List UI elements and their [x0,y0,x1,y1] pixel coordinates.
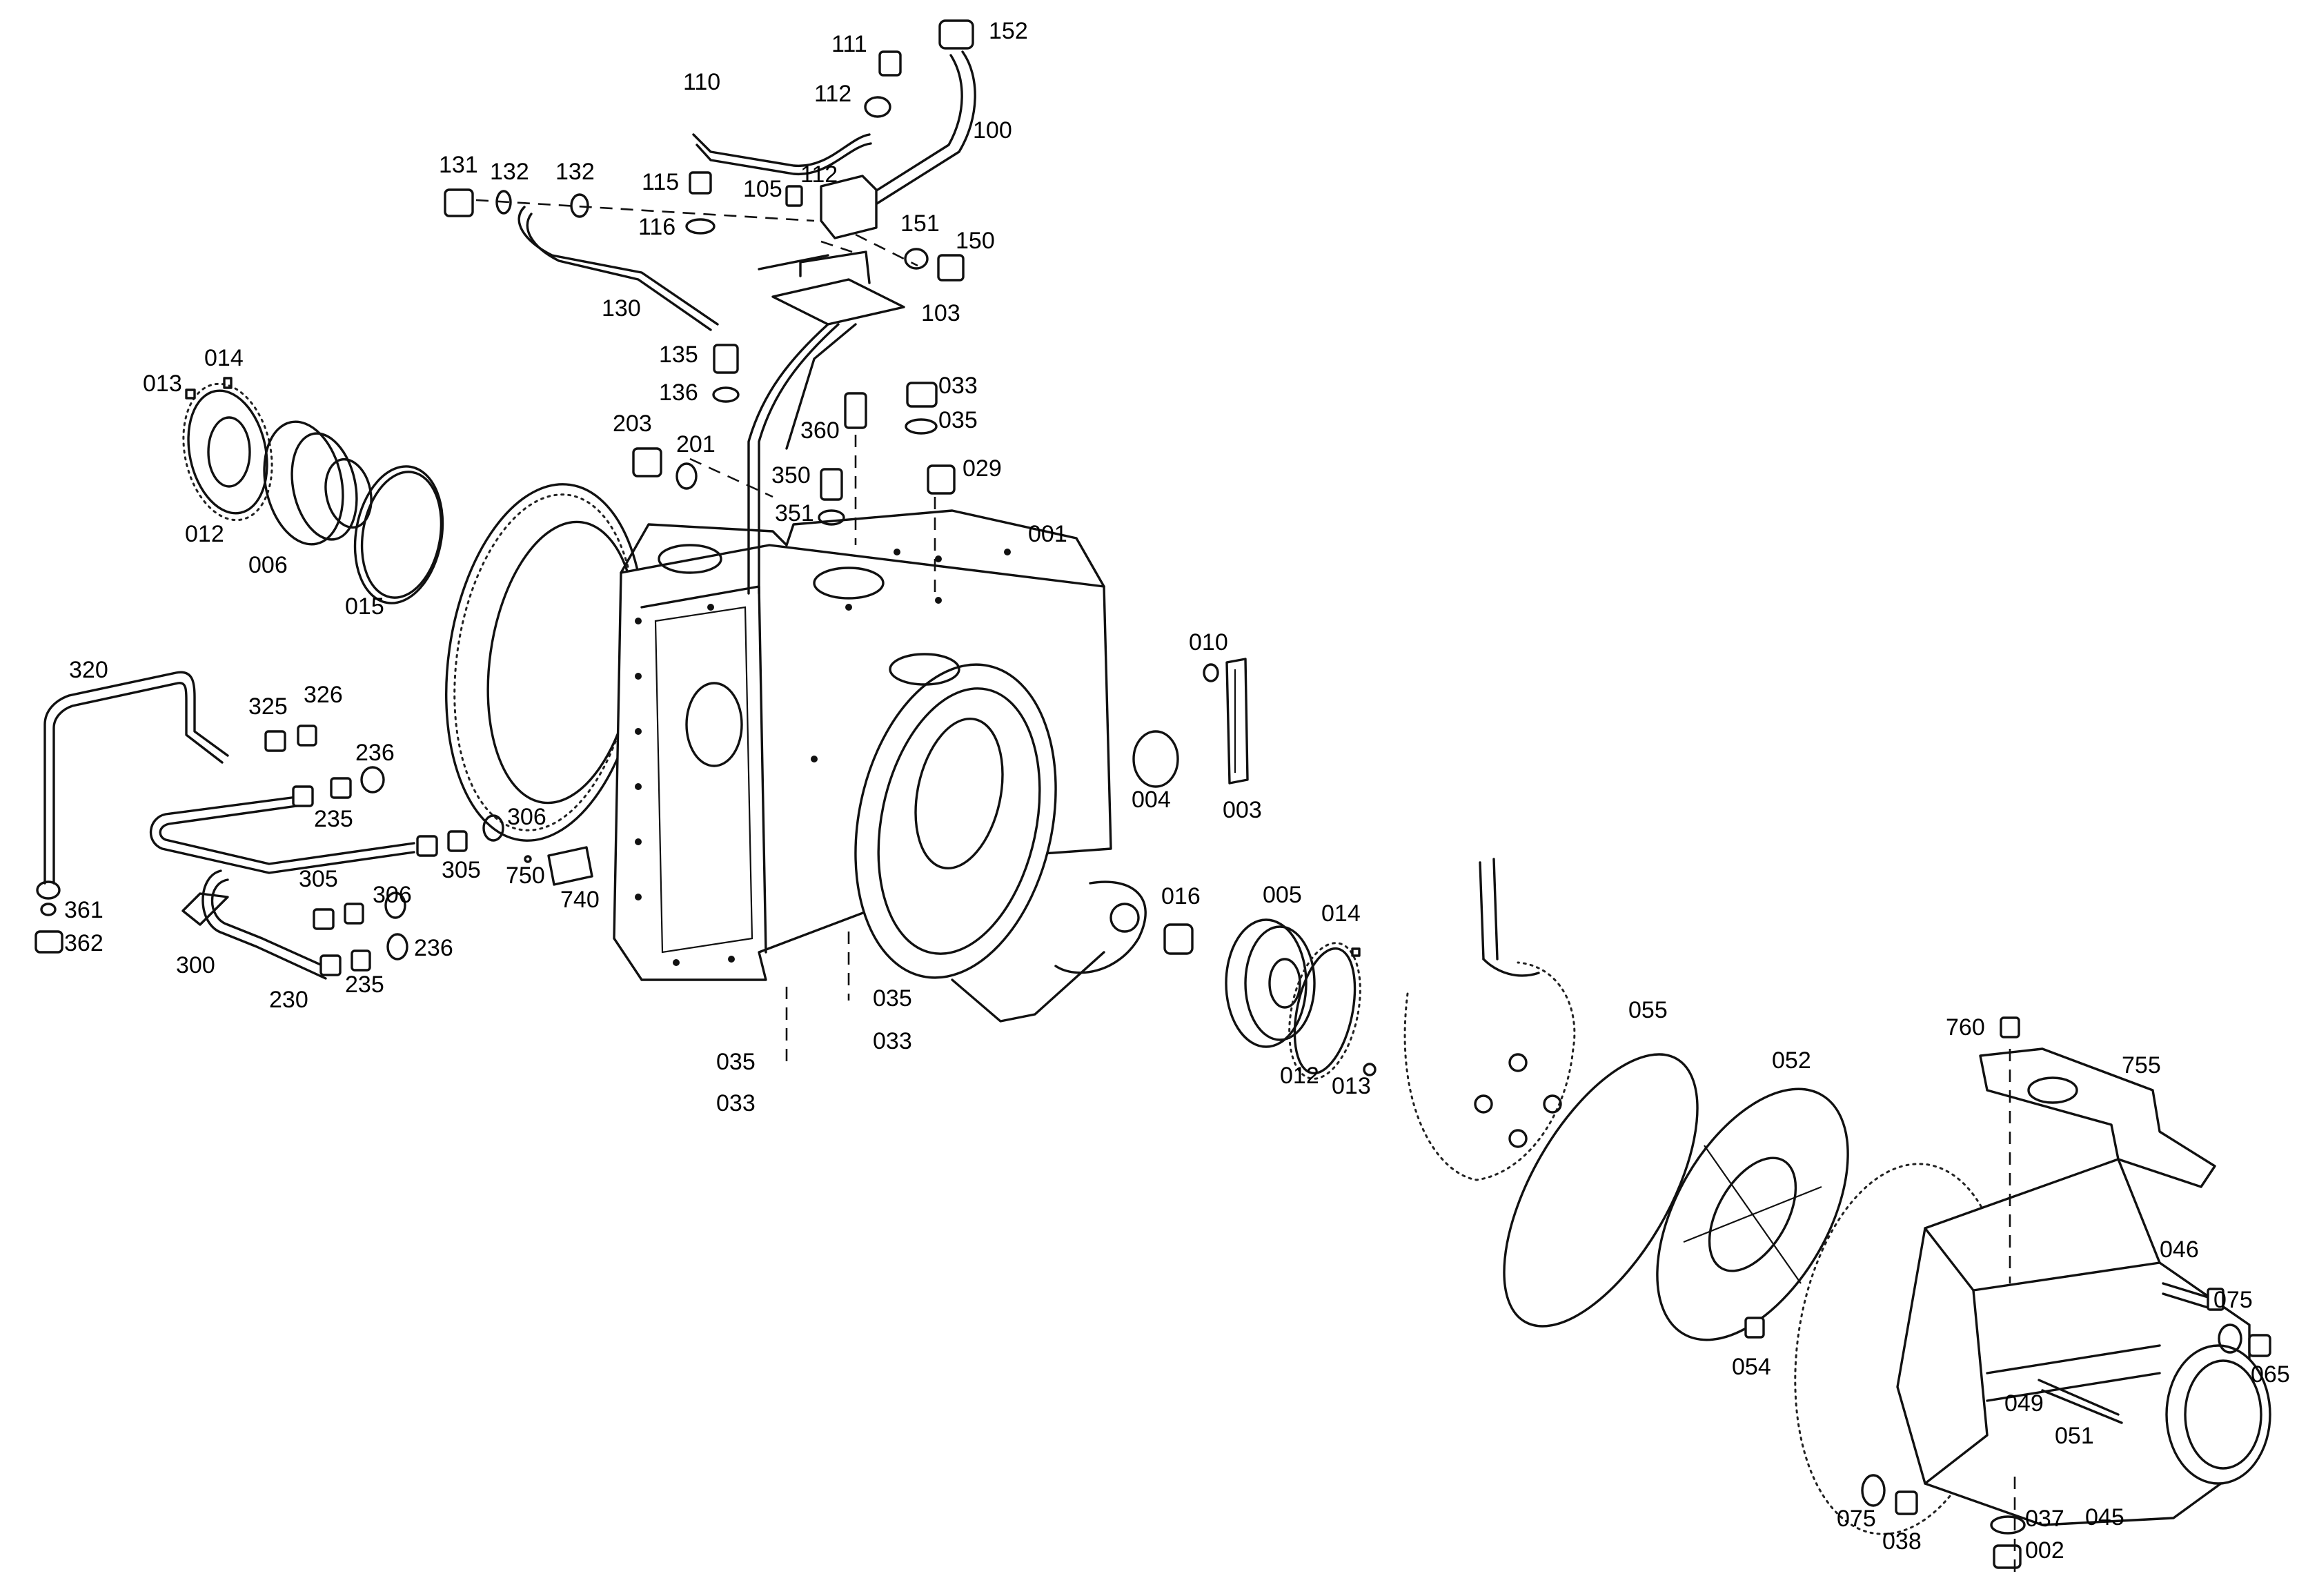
callout-055: 055 [1628,997,1668,1023]
callout-152: 152 [989,18,1028,44]
callout-300: 300 [176,952,215,978]
callout-014: 014 [204,345,244,371]
callout-135: 135 [659,342,698,368]
callout-075: 075 [1837,1506,1876,1532]
callout-006: 006 [248,552,288,578]
callout-150: 150 [956,228,995,254]
callout-201: 201 [676,431,716,457]
planetary-group-005 [1163,918,1377,1080]
pipe-group-300-320 [34,671,593,980]
callout-326: 326 [304,682,343,708]
callout-116: 116 [638,214,675,240]
callout-115: 115 [642,169,679,195]
callout-016: 016 [1161,883,1201,909]
callout-013: 013 [143,371,182,397]
callout-012: 012 [1280,1063,1319,1089]
callout-750: 750 [506,863,545,889]
callout-361: 361 [64,897,103,923]
callout-236: 236 [414,935,453,961]
callout-002: 002 [2025,1537,2064,1564]
callout-740: 740 [560,887,600,913]
callout-052: 052 [1772,1047,1811,1074]
callout-001: 001 [1028,521,1067,547]
callout-labels: 111 152 110 112 100 131 132 132 115 105 … [64,18,2290,1564]
callout-065: 065 [2251,1361,2290,1388]
callout-035: 035 [873,985,912,1012]
callout-045: 045 [2085,1504,2124,1530]
callout-038: 038 [1882,1528,1922,1555]
callout-029: 029 [963,455,1002,482]
callout-760: 760 [1946,1014,1985,1041]
callout-010: 010 [1189,629,1228,656]
callout-014: 014 [1321,900,1361,927]
hub-assembly [1403,858,1849,1341]
callout-110: 110 [683,69,720,95]
callout-235: 235 [314,806,353,832]
callout-132: 132 [555,159,595,185]
callout-136: 136 [659,380,698,406]
callout-131: 131 [439,152,478,178]
callout-013: 013 [1332,1073,1371,1099]
callout-305: 305 [299,866,338,892]
callout-351: 351 [775,500,814,526]
gear-group-006 [182,377,444,604]
callout-306: 306 [507,804,546,830]
callout-320: 320 [69,657,108,683]
callout-230: 230 [269,987,308,1013]
callout-112: 112 [800,161,838,188]
callout-035: 035 [716,1049,756,1075]
final-drive-housing-045 [1794,1016,2271,1573]
callout-112: 112 [814,81,851,107]
callout-103: 103 [921,300,960,326]
callout-005: 005 [1263,882,1302,908]
callout-350: 350 [771,462,811,489]
callout-235: 235 [345,972,384,998]
callout-049: 049 [2004,1390,2044,1417]
callout-015: 015 [345,593,384,620]
callout-100: 100 [973,117,1012,144]
callout-132: 132 [490,159,529,185]
pipe-assembly-top [444,19,976,1063]
callout-051: 051 [2055,1423,2094,1449]
callout-046: 046 [2160,1237,2199,1263]
callout-054: 054 [1732,1354,1771,1380]
callout-203: 203 [613,411,652,437]
callout-130: 130 [602,295,641,322]
callout-362: 362 [64,930,103,956]
callout-305: 305 [442,857,481,883]
callout-035: 035 [938,407,978,433]
callout-306: 306 [373,882,412,908]
callout-012: 012 [185,521,224,547]
callout-755: 755 [2122,1052,2161,1078]
callout-003: 003 [1223,797,1262,823]
callout-033: 033 [716,1090,756,1116]
callout-236: 236 [355,740,395,766]
callout-033: 033 [873,1028,912,1054]
callout-105: 105 [743,176,782,202]
callout-111: 111 [831,31,867,57]
callout-360: 360 [800,417,840,444]
callout-004: 004 [1132,787,1171,813]
main-housing-001 [445,483,1147,1023]
cover-plate-003 [1132,658,1249,788]
callout-075: 075 [2213,1287,2253,1313]
callout-151: 151 [900,210,940,237]
callout-033: 033 [938,373,978,399]
callout-325: 325 [248,693,288,720]
callout-037: 037 [2025,1506,2064,1532]
